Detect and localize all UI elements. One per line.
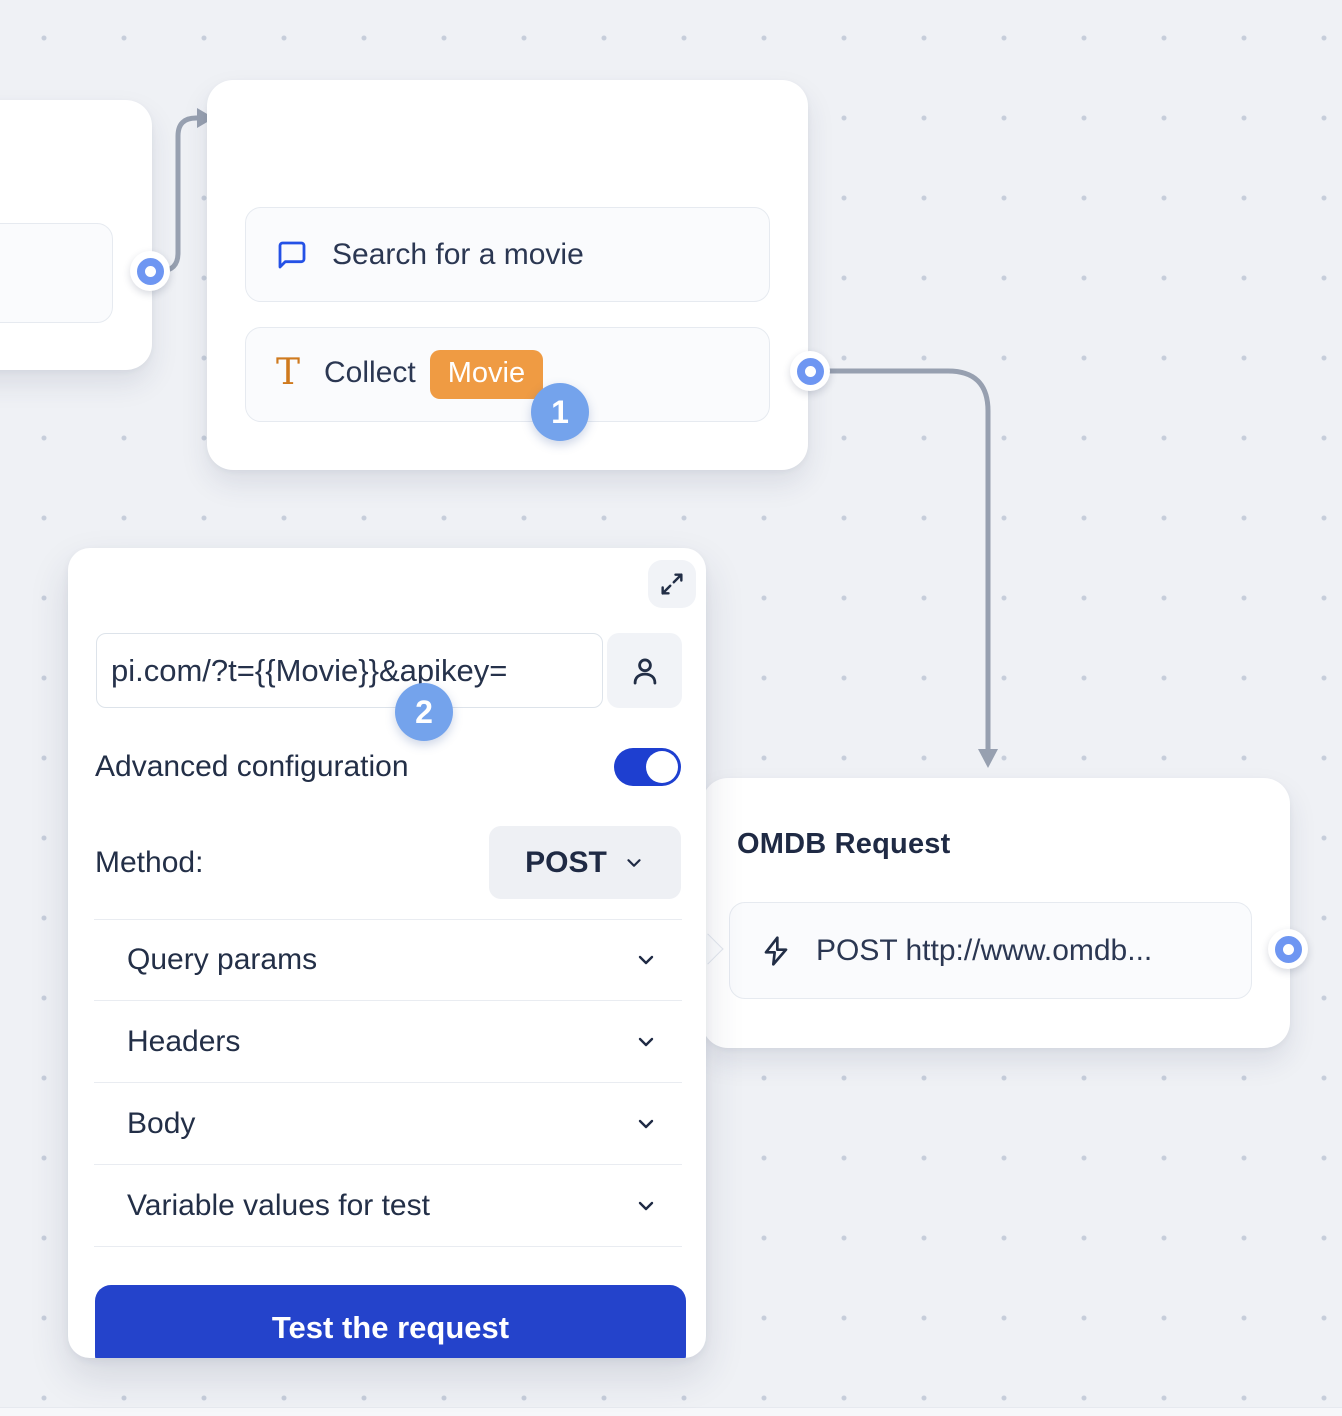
variable-badge: Movie: [429, 350, 544, 399]
port-ring-icon: [796, 357, 824, 385]
port-ring-icon: [136, 257, 164, 285]
item-label: POST http://www.omdb...: [816, 933, 1153, 967]
section-body[interactable]: Body: [94, 1083, 682, 1165]
section-label: Query params: [127, 943, 318, 976]
lightning-icon: [764, 935, 788, 966]
step-badge-1: 1: [531, 383, 589, 441]
section-query-params[interactable]: Query params: [94, 919, 682, 1001]
arrowhead-down-icon: [978, 749, 998, 768]
chevron-down-icon: [638, 1037, 654, 1046]
node-title: OMDB Request: [737, 828, 951, 860]
node-item-search-for-a-movie[interactable]: Search for a movie: [245, 207, 770, 302]
output-port[interactable]: [790, 351, 830, 391]
chevron-down-icon: [638, 955, 654, 965]
method-select[interactable]: POST: [489, 826, 681, 899]
connector-left-to-movie-search: [151, 115, 201, 274]
config-sections: Query params Headers Body Variable value…: [94, 919, 682, 1247]
node-item-omdb-post[interactable]: POST http://www.omdb...: [729, 902, 1252, 999]
expand-button[interactable]: [648, 560, 696, 608]
method-value: POST: [525, 845, 607, 879]
toggle-knob: [646, 751, 678, 783]
node-omdb-request[interactable]: OMDB Request POST http://www.omdb...: [702, 778, 1290, 1048]
section-label: Headers: [127, 1024, 241, 1058]
item-label: Search for a movie: [332, 237, 584, 271]
port-ring-icon: [1274, 935, 1302, 963]
expand-icon: [661, 573, 683, 595]
url-input-value: pi.com/?t={{Movie}}&apikey=: [111, 652, 508, 688]
connector-movie-search-to-omdb: [817, 368, 991, 753]
webhook-config-panel: pi.com/?t={{Movie}}&apikey= Advanced con…: [68, 548, 706, 1358]
section-label: Body: [127, 1106, 196, 1140]
chevron-down-icon: [627, 858, 641, 867]
section-headers[interactable]: Headers: [94, 1001, 682, 1083]
test-request-button[interactable]: Test the request: [95, 1285, 686, 1358]
url-input[interactable]: pi.com/?t={{Movie}}&apikey=: [96, 633, 603, 708]
partial-node-item[interactable]: [0, 223, 113, 323]
advanced-configuration-label: Advanced configuration: [95, 750, 409, 783]
bottom-edge-strip: [0, 1407, 1342, 1416]
user-variable-button[interactable]: [607, 633, 682, 708]
chevron-down-icon: [638, 1201, 654, 1210]
step-badge-2: 2: [395, 683, 453, 741]
text-icon: T: [276, 351, 301, 393]
partial-node-card[interactable]: [0, 100, 152, 370]
section-label: Variable values for test: [127, 1188, 430, 1222]
section-variable-values[interactable]: Variable values for test: [94, 1165, 682, 1247]
node-movie-search[interactable]: Movie search Search for a movie T Collec…: [207, 80, 808, 470]
chat-bubble-icon: [278, 241, 306, 268]
output-port[interactable]: [130, 251, 170, 291]
output-port[interactable]: [1268, 929, 1308, 969]
chevron-down-icon: [638, 1119, 654, 1128]
user-icon: [633, 658, 656, 684]
advanced-configuration-toggle[interactable]: [614, 748, 681, 786]
method-label: Method:: [95, 845, 204, 879]
